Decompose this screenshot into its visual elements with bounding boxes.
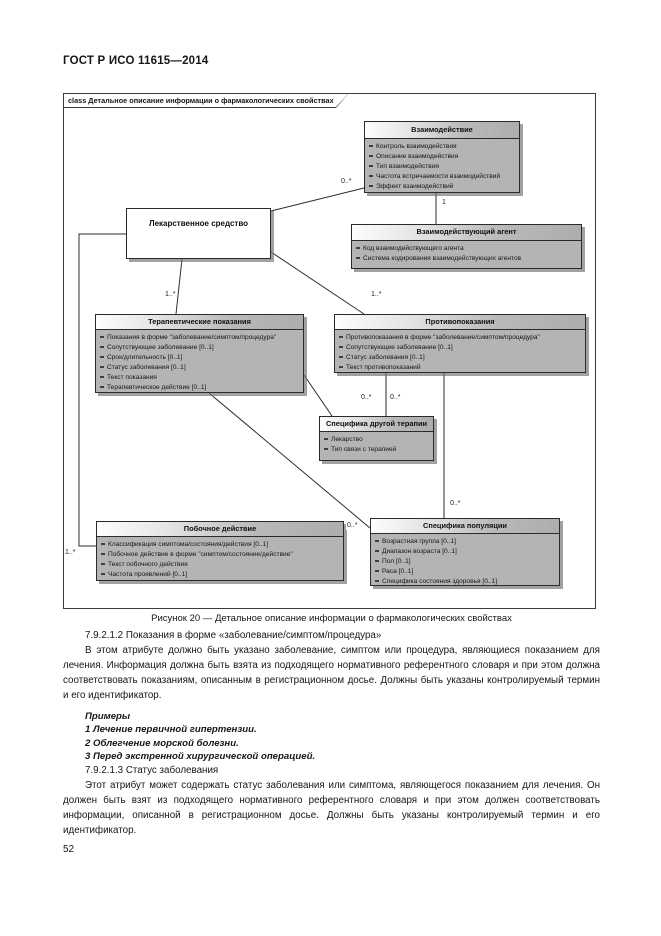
attribute-icon [339,356,343,358]
attribute-row: Специфика состояния здоровья [0..1] [374,576,557,586]
attribute-icon [100,336,104,338]
multiplicity-label: 1..* [64,549,77,557]
attribute-icon [101,563,105,565]
attribute-icon [356,257,360,259]
attribute-row: Система кодирования взаимодействующих аг… [355,253,579,263]
attribute-row: Эффект взаимодействий [368,181,517,191]
class-other-therapy-specifics: Специфика другой терапии Лекарство Тип с… [319,416,434,461]
multiplicity-label: 0..* [389,394,402,402]
multiplicity-label: 0..* [346,522,359,530]
uml-diagram-frame: class Детальное описание информации о фа… [63,93,596,609]
attribute-icon [100,346,104,348]
attribute-icon [101,543,105,545]
multiplicity-label: 0..* [449,500,462,508]
section-heading: 7.9.2.1.3 Статус заболевания [85,764,219,776]
multiplicity-label: 1 [441,199,447,207]
attribute-row: Сопутствующее заболевание [0..1] [99,342,301,352]
attribute-row: Частота встречаемости взаимодействий [368,171,517,181]
attribute-row: Возрастная группа [0..1] [374,536,557,546]
figure-caption: Рисунок 20 — Детальное описание информац… [151,613,512,624]
paragraph: В этом атрибуте должно быть указано забо… [63,644,600,701]
attribute-icon [100,356,104,358]
class-title: Взаимодействующий агент [352,225,581,241]
class-title: Специфика другой терапии [320,417,433,432]
attribute-icon [375,550,379,552]
attribute-icon [375,580,379,582]
connector-lines [78,187,445,547]
class-title: Специфика популяции [371,519,559,534]
attribute-row: Лекарство [323,434,431,444]
frame-label: class Детальное описание информации о фа… [64,94,348,107]
attribute-row: Описание взаимодействия [368,151,517,161]
attribute-row: Частота проявлений [0..1] [100,569,341,579]
attribute-icon [356,247,360,249]
frame-tab: class Детальное описание информации о фа… [63,93,349,108]
attribute-icon [369,185,373,187]
attribute-icon [369,165,373,167]
attribute-row: Тип взаимодействия [368,161,517,171]
attribute-row: Пол [0..1] [374,556,557,566]
attribute-icon [339,366,343,368]
multiplicity-label: 1..* [164,291,177,299]
class-interacting-agent: Взаимодействующий агент Код взаимодейств… [351,224,582,269]
attribute-icon [324,448,328,450]
examples-title: Примеры [85,710,131,722]
class-therapeutic-indications: Терапевтические показания Показания в фо… [95,314,304,393]
attribute-icon [369,175,373,177]
class-interaction: Взаимодействие Контроль взаимодействия О… [364,121,520,193]
doc-header: ГОСТ Р ИСО 11615—2014 [63,55,209,67]
attribute-row: Классификация симптома/состояния/действи… [100,539,341,549]
body-text: 7.9.2.1.2 Показания в форме «заболевание… [63,629,600,838]
attribute-row: Код взаимодействующего агента [355,243,579,253]
attribute-row: Текст показания [99,372,301,382]
attribute-row: Противопоказания в форме "заболевание/си… [338,332,583,342]
attribute-icon [339,346,343,348]
attribute-row: Терапевтическое действие [0..1] [99,382,301,392]
attribute-row: Диапазон возраста [0..1] [374,546,557,556]
class-side-effect: Побочное действие Классификация симптома… [96,521,344,581]
attribute-icon [369,155,373,157]
attribute-icon [369,145,373,147]
attribute-icon [101,573,105,575]
attribute-icon [100,366,104,368]
attribute-icon [375,570,379,572]
attribute-icon [100,386,104,388]
section-heading: 7.9.2.1.2 Показания в форме «заболевание… [85,630,382,641]
attribute-icon [101,553,105,555]
page-number: 52 [63,844,75,855]
attribute-icon [100,376,104,378]
class-title: Лекарственное средство [127,209,270,228]
attribute-icon [375,540,379,542]
attribute-row: Срок/длительность [0..1] [99,352,301,362]
multiplicity-label: 0..* [360,394,373,402]
example-item: 3 Перед экстренной хирургической операци… [85,751,316,763]
attribute-icon [324,438,328,440]
attribute-row: Текст побочного действия [100,559,341,569]
attribute-row: Текст противопоказаний [338,362,583,372]
attribute-row: Сопутствующее заболевание [0..1] [338,342,583,352]
class-title: Побочное действие [97,522,343,537]
attribute-row: Показания в форме "заболевание/симптом/п… [99,332,301,342]
attribute-row: Статус заболевания [0..1] [99,362,301,372]
attribute-row: Статус заболевания [0..1] [338,352,583,362]
attribute-row: Раса [0..1] [374,566,557,576]
class-population-specifics: Специфика популяции Возрастная группа [0… [370,518,560,586]
class-title: Взаимодействие [365,122,519,139]
attribute-row: Контроль взаимодействия [368,141,517,151]
example-item: 1 Лечение первичной гипертензии. [85,724,257,736]
attribute-icon [375,560,379,562]
examples-block: Примеры 1 Лечение первичной гипертензии.… [85,710,600,764]
class-drug: Лекарственное средство [126,208,271,259]
attribute-row: Тип связи с терапией [323,444,431,454]
attribute-icon [339,336,343,338]
attribute-row: Побочное действие в форме "симптом/состо… [100,549,341,559]
class-title: Терапевтические показания [96,315,303,330]
multiplicity-label: 1..* [370,291,383,299]
class-title: Противопоказания [335,315,585,330]
class-contraindications: Противопоказания Противопоказания в форм… [334,314,586,373]
example-item: 2 Облегчение морской болезни. [85,737,239,749]
multiplicity-label: 0..* [340,178,353,186]
paragraph: Этот атрибут может содержать статус забо… [63,779,600,836]
